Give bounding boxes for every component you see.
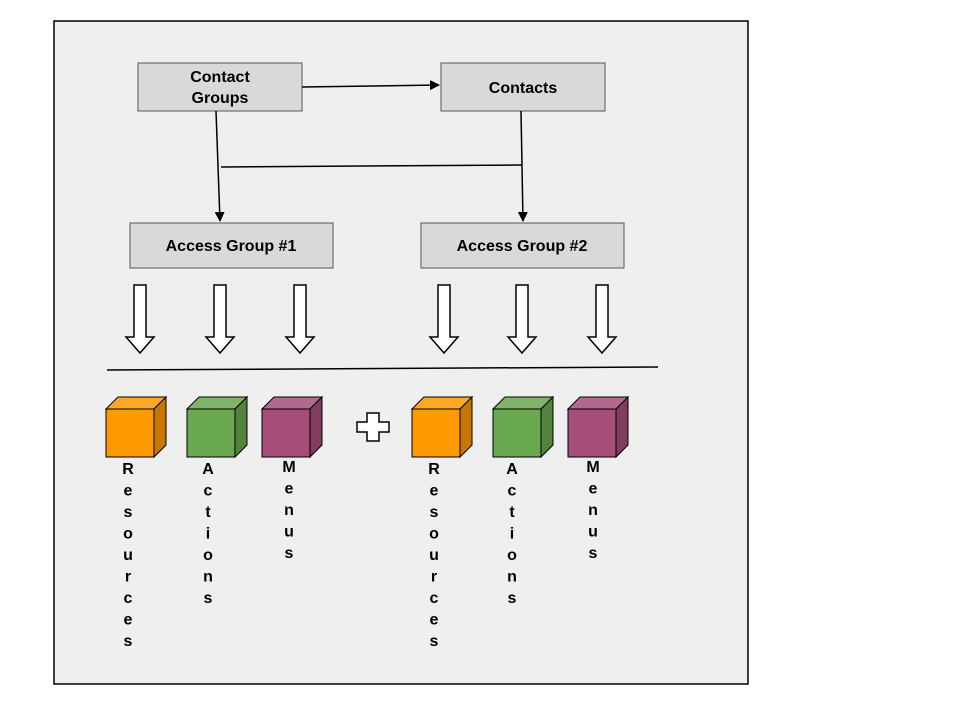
contacts-label: Contacts (489, 80, 558, 97)
cubes-group (104, 395, 630, 459)
block-arrow-5 (506, 284, 538, 355)
diagram-panel (53, 20, 749, 685)
separator-line (106, 366, 659, 371)
access-group-2-label: Access Group #2 (457, 238, 588, 255)
contact-groups-node: Contact Groups (137, 62, 303, 112)
menus-cube-1 (260, 395, 324, 459)
contact-groups-to-access-group-1-arrow (214, 110, 225, 222)
block-arrow-1 (124, 284, 156, 355)
plus-icon (356, 412, 390, 442)
block-arrow-3 (284, 284, 316, 355)
contact-groups-label-line2: Groups (192, 90, 249, 107)
cross-link-line (220, 164, 523, 168)
access-group-1-node: Access Group #1 (129, 222, 334, 269)
block-arrow-4 (428, 284, 460, 355)
block-arrow-6 (586, 284, 618, 355)
access-group-1-label: Access Group #1 (166, 238, 297, 255)
actions-cube-1 (185, 395, 249, 459)
contact-groups-label-line1: Contact (190, 69, 250, 86)
resources-cube-1 (104, 395, 168, 459)
resources-cube-2 (410, 395, 474, 459)
contact-groups-to-contacts-arrow (301, 80, 440, 91)
access-group-2-node: Access Group #2 (420, 222, 625, 269)
actions-cube-2 (491, 395, 555, 459)
menus-cube-2 (566, 395, 630, 459)
contacts-node: Contacts (440, 62, 606, 112)
block-arrows-group (124, 284, 618, 355)
block-arrow-2 (204, 284, 236, 355)
contacts-to-access-group-2-arrow (517, 110, 528, 222)
